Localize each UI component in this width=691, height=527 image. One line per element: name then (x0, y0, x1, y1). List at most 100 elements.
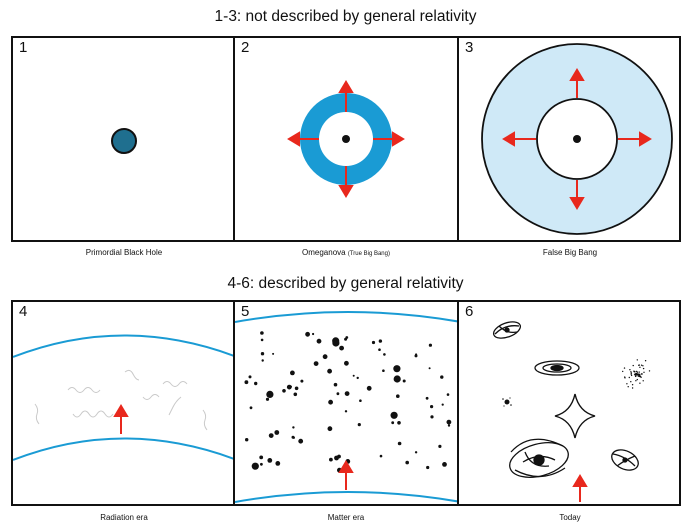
matter-dot (336, 392, 340, 396)
star-speck (634, 374, 636, 376)
star-speck (636, 375, 638, 377)
matter-dot (390, 411, 398, 419)
panel-5-caption: Matter era (233, 513, 459, 522)
panel-number: 2 (241, 39, 250, 56)
matter-dot (357, 423, 361, 427)
matter-dot (290, 370, 295, 376)
matter-dot (305, 331, 310, 337)
star-speck (632, 364, 634, 367)
matter-dot (396, 394, 400, 398)
star-speck (639, 366, 641, 368)
star-speck (648, 370, 651, 372)
matter-dot (405, 460, 409, 465)
matter-dot (430, 415, 434, 419)
matter-dot (327, 426, 333, 432)
matter-dot (291, 435, 295, 439)
false-big-bang-drawing (481, 43, 673, 235)
panel-1: 1 (11, 36, 235, 242)
matter-dot (282, 389, 286, 393)
matter-dot (266, 390, 274, 398)
matter-dot (260, 331, 264, 335)
dwarf-galaxy-icon (502, 397, 512, 407)
star-speck (638, 364, 640, 366)
matter-dot (440, 375, 444, 379)
caption-text: Primordial Black Hole (85, 248, 163, 257)
panel-5: 5 (233, 300, 459, 506)
matter-dot (344, 360, 349, 366)
matter-dot (428, 343, 432, 347)
matter-dot (425, 396, 429, 400)
spiral-galaxy-right-icon (611, 449, 639, 471)
matter-dot (244, 380, 249, 385)
matter-dot (383, 353, 386, 356)
star-speck (628, 376, 630, 379)
today-drawing (492, 321, 651, 502)
matter-dot (261, 359, 264, 362)
caption-text: Radiation era (100, 513, 148, 522)
caption-text: Today (559, 513, 581, 522)
matter-dot (248, 375, 252, 379)
primordial-black-hole-drawing (111, 128, 137, 154)
star-speck (626, 383, 628, 385)
matter-dot (441, 403, 444, 406)
star-speck (631, 387, 634, 389)
matter-dot (393, 375, 401, 383)
star-speck (638, 371, 640, 373)
black-hole-circle (111, 128, 137, 154)
star-speck (630, 371, 632, 373)
matter-dot (359, 399, 362, 402)
star-speck (635, 380, 637, 382)
center-dot (342, 135, 350, 143)
matter-dot (275, 461, 281, 466)
matter-dot (249, 406, 253, 410)
star-speck (636, 373, 638, 375)
panel-number: 6 (465, 303, 474, 320)
matter-dot (378, 339, 383, 343)
matter-dot (402, 379, 406, 383)
matter-dot (329, 457, 333, 462)
elliptical-galaxy-icon (622, 359, 651, 389)
matter-dot (274, 430, 280, 435)
panel-2: 2 (233, 36, 459, 242)
matter-dot (293, 392, 298, 397)
star-speck (640, 364, 643, 366)
radiation-wiggles (34, 369, 208, 431)
matter-dot (251, 462, 259, 470)
matter-dot (426, 465, 430, 470)
star-speck (643, 371, 645, 373)
panel-3-caption: False Big Bang (457, 248, 683, 257)
star-speck (639, 382, 641, 384)
matter-dot (292, 426, 295, 429)
matter-dot (414, 451, 418, 454)
caption-text: Omeganova (302, 248, 346, 257)
matter-dot (382, 369, 385, 372)
upper-horizon-curve (13, 334, 233, 358)
spiral-galaxy-large-icon (509, 438, 569, 478)
caption-text: Matter era (327, 513, 365, 522)
star-speck (630, 372, 632, 374)
star-speck (638, 375, 640, 377)
matter-dot (430, 405, 434, 409)
panel-3: 3 (457, 36, 681, 242)
star-speck (640, 373, 643, 375)
matter-dot (344, 391, 350, 396)
panel-6: 6 (457, 300, 681, 506)
matter-dot (393, 365, 401, 373)
matter-dot (312, 332, 315, 336)
star-speck (624, 376, 626, 378)
panel-4: 4 (11, 300, 235, 506)
matter-dot (267, 458, 273, 463)
star-speck (644, 360, 647, 362)
star-speck (630, 373, 632, 375)
matter-dot (322, 354, 328, 360)
matter-dot (344, 410, 348, 413)
up-arrow (572, 474, 588, 502)
matter-dot (245, 438, 249, 442)
matter-dot (414, 354, 418, 358)
heading-top: 1-3: not described by general relativity (214, 8, 477, 25)
upper-horizon-curve (235, 311, 457, 323)
matter-dot (294, 386, 299, 391)
expansion-arrows (287, 80, 405, 198)
matter-dot (265, 397, 270, 401)
star-speck (642, 367, 645, 370)
